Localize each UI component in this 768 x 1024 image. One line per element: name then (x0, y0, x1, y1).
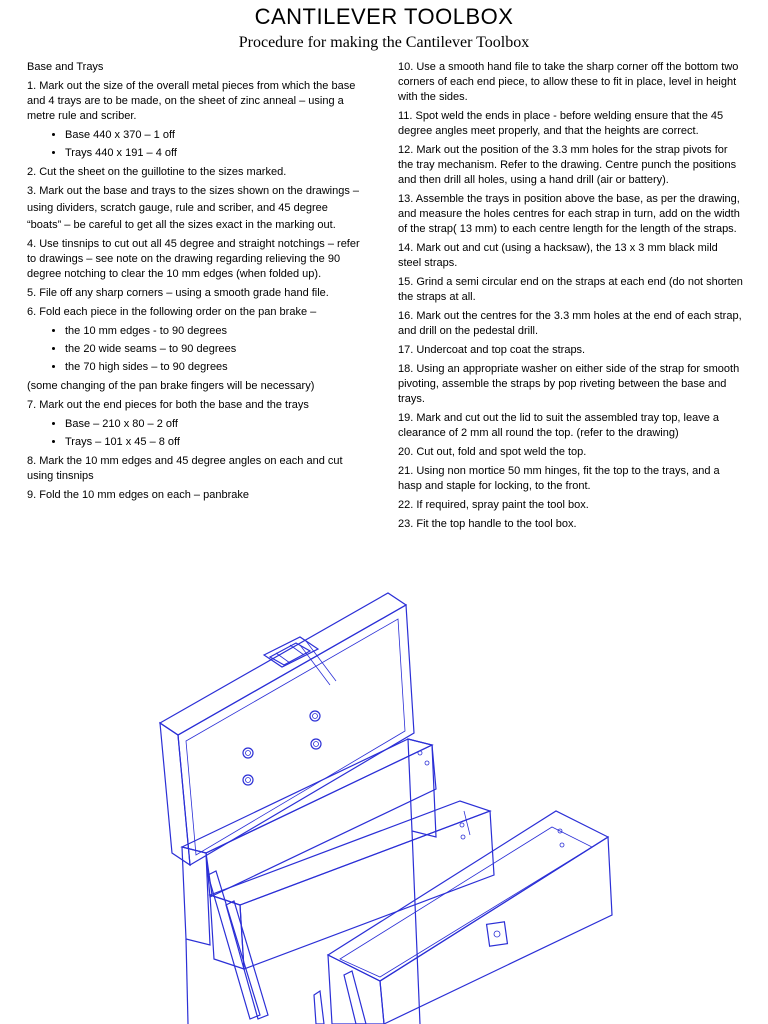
list-item: the 10 mm edges - to 90 degrees (65, 324, 367, 339)
page-subtitle: Procedure for making the Cantilever Tool… (238, 34, 530, 51)
list-item: the 20 wide seams – to 90 degrees (65, 342, 367, 357)
step-23: 23. Fit the top handle to the tool box. (398, 518, 577, 530)
step-2: 2. Cut the sheet on the guillotine to th… (27, 166, 287, 178)
base (185, 810, 471, 1024)
step-11: 11. Spot weld the ends in place - before… (398, 110, 724, 137)
step-6-list: the 10 mm edges - to 90 degrees the 20 w… (27, 324, 367, 375)
upper-tray (180, 738, 437, 946)
step-19: 19. Mark and cut out the lid to suit the… (398, 412, 720, 439)
step-21: 21. Using non mortice 50 mm hinges, fit … (398, 465, 720, 492)
step-3-cont: “boats” – be careful to get all the size… (27, 219, 336, 231)
hasp (262, 636, 337, 686)
left-column: Base and Trays 1. Mark out the size of t… (27, 60, 367, 507)
step-14: 14. Mark out and cut (using a hacksaw), … (398, 242, 718, 269)
step-1-list: Base 440 x 370 – 1 off Trays 440 x 191 –… (27, 128, 367, 161)
step-18: 18. Using an appropriate washer on eithe… (398, 363, 740, 405)
step-12: 12. Mark out the position of the 3.3 mm … (398, 144, 737, 186)
section-heading: Base and Trays (27, 61, 104, 73)
step-13: 13. Assemble the trays in position above… (398, 193, 740, 235)
list-item: Base – 210 x 80 – 2 off (65, 417, 367, 432)
right-column: 10. Use a smooth hand file to take the s… (398, 60, 743, 536)
step-7: 7. Mark out the end pieces for both the … (27, 399, 309, 411)
step-5: 5. File off any sharp corners – using a … (27, 287, 329, 299)
step-22: 22. If required, spray paint the tool bo… (398, 499, 589, 511)
step-17: 17. Undercoat and top coat the straps. (398, 344, 586, 356)
step-9: 9. Fold the 10 mm edges on each – panbra… (27, 489, 249, 501)
step-4: 4. Use tinsnips to cut out all 45 degree… (27, 238, 360, 280)
lid (158, 592, 415, 867)
step-10: 10. Use a smooth hand file to take the s… (398, 61, 739, 103)
step-3-cont: using dividers, scratch gauge, rule and … (27, 202, 328, 214)
list-item: Trays 440 x 191 – 4 off (65, 146, 367, 161)
step-1: 1. Mark out the size of the overall meta… (27, 80, 356, 122)
middle-tray (208, 800, 495, 970)
straps (207, 870, 367, 1024)
step-16: 16. Mark out the centres for the 3.3 mm … (398, 310, 742, 337)
list-item: the 70 high sides – to 90 degrees (65, 360, 367, 375)
toolbox-illustration (158, 592, 613, 1024)
front-tray (326, 810, 613, 1024)
step-7-list: Base – 210 x 80 – 2 off Trays – 101 x 45… (27, 417, 367, 450)
list-item: Trays – 101 x 45 – 8 off (65, 435, 367, 450)
page-title: CANTILEVER TOOLBOX (254, 4, 514, 29)
step-8: 8. Mark the 10 mm edges and 45 degree an… (27, 455, 343, 482)
step-3: 3. Mark out the base and trays to the si… (27, 185, 360, 197)
step-20: 20. Cut out, fold and spot weld the top. (398, 446, 587, 458)
list-item: Base 440 x 370 – 1 off (65, 128, 367, 143)
toolbox-drawing (0, 575, 768, 1024)
step-6: 6. Fold each piece in the following orde… (27, 306, 317, 318)
step-6-note: (some changing of the pan brake fingers … (27, 380, 315, 392)
step-15: 15. Grind a semi circular end on the str… (398, 276, 743, 303)
